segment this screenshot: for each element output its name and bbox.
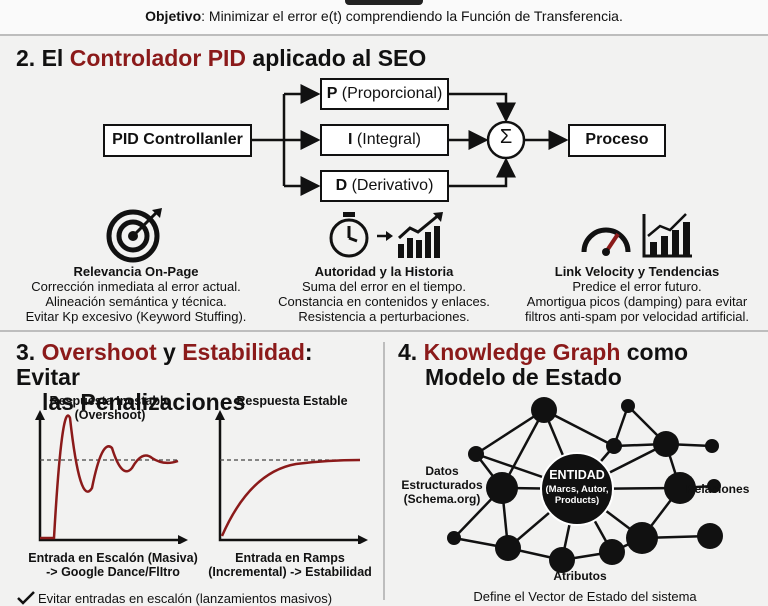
stable-chart-title: Respuesta Estable <box>236 394 348 408</box>
column-link-velocity: Link Velocity y Tendencias Predice el er… <box>525 264 749 324</box>
sum-symbol: Σ <box>499 126 513 148</box>
entity-node-title: ENTIDAD <box>549 468 605 482</box>
arrow-right-icon <box>377 231 393 241</box>
divider <box>0 330 768 332</box>
derivative-box: D (Derivativo) <box>320 170 449 202</box>
unstable-response-chart <box>35 410 188 544</box>
target-icon <box>106 208 162 263</box>
proportional-box: P (Proporcional) <box>320 78 449 110</box>
stable-chart-caption: Entrada en Ramps(Incremental) -> Estabil… <box>208 551 372 579</box>
stable-curve <box>220 458 361 537</box>
relations-label: Relaciones <box>686 482 750 496</box>
pid-controller-box: PID Controllanler <box>103 124 252 157</box>
knowledge-graph <box>447 397 723 573</box>
stable-response-chart <box>215 410 368 544</box>
process-box: Proceso <box>568 124 666 157</box>
pid-block-diagram <box>252 84 569 196</box>
objective-strip <box>0 0 768 36</box>
check-icon <box>17 591 35 605</box>
divider <box>0 34 768 36</box>
entity-node-subtitle: (Marcs, Autor,Products) <box>545 484 609 506</box>
integral-box: I (Integral) <box>320 124 449 156</box>
unstable-chart-title: Respuesta Inestable(Overshoot) <box>49 394 171 422</box>
section3-footer: Evitar entradas en escalón (lanzamientos… <box>38 591 333 606</box>
objective-text: Objetivo: Minimizar el error e(t) compre… <box>145 8 623 24</box>
section3-title: 3. Overshoot y Estabilidad: Evitar las P… <box>16 339 313 415</box>
section4-footer: Define el Vector de Estado del sistema <box>473 589 697 604</box>
vertical-divider <box>383 342 385 600</box>
section4-title: 4. Knowledge Graph como Modelo de Estado <box>398 339 689 390</box>
bar-trend-icon <box>642 213 692 258</box>
column-onpage: Relevancia On-Page Corrección inmediata … <box>25 264 247 324</box>
top-tab-decoration <box>345 0 423 5</box>
growth-chart-icon <box>397 212 443 258</box>
overshoot-curve <box>40 414 179 540</box>
unstable-chart-caption: Entrada en Escalón (Masiva)-> Google Dan… <box>28 551 198 579</box>
stopwatch-icon <box>329 212 369 258</box>
column-authority: Autoridad y la Historia Suma del error e… <box>278 264 490 324</box>
attributes-label: Atributos <box>553 569 607 583</box>
section2-title: 2. El Controlador PID aplicado al SEO <box>16 45 427 71</box>
speedometer-icon <box>581 227 631 256</box>
